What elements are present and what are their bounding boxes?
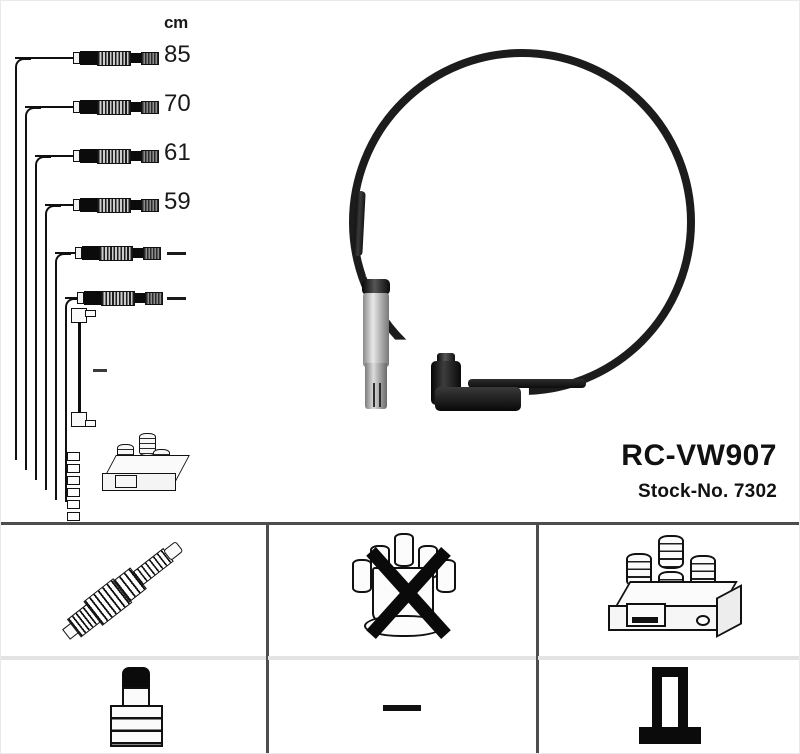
spark-plug-icon bbox=[39, 508, 218, 682]
cable-lead-7-wire bbox=[78, 322, 81, 418]
cable-lead-1 bbox=[15, 48, 160, 68]
terminal-block bbox=[67, 512, 80, 521]
cable-length-1: 85 bbox=[164, 41, 191, 68]
straight-spark-plug-connector bbox=[353, 245, 399, 415]
coil-tower-icon bbox=[139, 433, 156, 456]
cable-tail-bottom bbox=[468, 379, 586, 388]
coil-connector-icon bbox=[626, 603, 666, 627]
panel-faint-divider bbox=[538, 656, 799, 660]
not-included-dash bbox=[383, 705, 421, 711]
cable-length-6-dash bbox=[167, 297, 186, 300]
coil-plug-icon bbox=[115, 475, 137, 488]
terminal-block bbox=[67, 452, 80, 461]
angle-connector-bottom bbox=[71, 412, 87, 427]
distributor-tower-icon bbox=[352, 559, 372, 593]
cable-length-4: 59 bbox=[164, 188, 191, 215]
cable-lead-7-dash bbox=[93, 369, 107, 372]
spark-plug-panel bbox=[1, 525, 266, 753]
cable-lead-3 bbox=[35, 146, 180, 166]
cable-lead-2 bbox=[25, 97, 170, 117]
application-panels bbox=[1, 525, 799, 753]
cable-lead-5 bbox=[55, 243, 200, 263]
product-photo: RC-VW907 Stock-No. 7302 bbox=[331, 1, 799, 523]
top-region: cm 85 bbox=[1, 1, 799, 523]
terminal-block bbox=[67, 488, 80, 497]
spark-plug-cell bbox=[1, 525, 266, 658]
cable-length-2: 70 bbox=[164, 90, 191, 117]
right-angle-coil-connector bbox=[429, 353, 549, 415]
angle-stub-bottom bbox=[85, 420, 96, 427]
ignition-cable-loop bbox=[349, 49, 695, 395]
ignition-coil-cell bbox=[538, 525, 799, 658]
unit-header: cm bbox=[164, 13, 188, 32]
distributor-cap-panel bbox=[268, 525, 536, 753]
terminal-block bbox=[67, 476, 80, 485]
panel-faint-divider bbox=[268, 656, 536, 660]
not-applicable-cross-icon bbox=[352, 537, 464, 649]
coil-mount-bolt-icon bbox=[696, 615, 710, 626]
ignition-coil-panel bbox=[538, 525, 799, 753]
coil-pack-schematic-icon bbox=[101, 433, 211, 507]
cable-set-schematic: cm 85 bbox=[1, 1, 331, 523]
distributor-cap-cell bbox=[268, 525, 536, 658]
stock-number: Stock-No. 7302 bbox=[637, 481, 777, 502]
distributor-boot-cell bbox=[268, 661, 536, 753]
cable-lead-6 bbox=[65, 288, 210, 308]
title-block: RC-VW907 Stock-No. 7302 bbox=[621, 439, 777, 503]
cable-lead-7 bbox=[65, 308, 105, 430]
main-horizontal-divider bbox=[1, 522, 799, 525]
angle-stub-top bbox=[85, 310, 96, 317]
ignition-coil-pack-icon bbox=[600, 535, 760, 655]
terminal-block bbox=[67, 464, 80, 473]
coil-tower-icon bbox=[658, 535, 684, 569]
cable-lead-4 bbox=[45, 195, 190, 215]
product-name: RC-VW907 bbox=[621, 439, 777, 472]
spark-plug-boot-cell bbox=[1, 661, 266, 753]
cable-length-5-dash bbox=[167, 252, 186, 255]
stepped-connector-boot-icon bbox=[106, 667, 168, 749]
straight-connector-boot-icon bbox=[638, 667, 701, 747]
terminal-block bbox=[67, 500, 80, 509]
distributor-cap-icon bbox=[336, 533, 476, 651]
panel-divider-2 bbox=[536, 525, 539, 753]
distributor-tower-icon bbox=[394, 533, 414, 567]
panel-divider-1 bbox=[266, 525, 269, 753]
panel-faint-divider bbox=[1, 656, 266, 660]
coil-boot-cell bbox=[538, 661, 799, 753]
cable-length-3: 61 bbox=[164, 139, 191, 166]
